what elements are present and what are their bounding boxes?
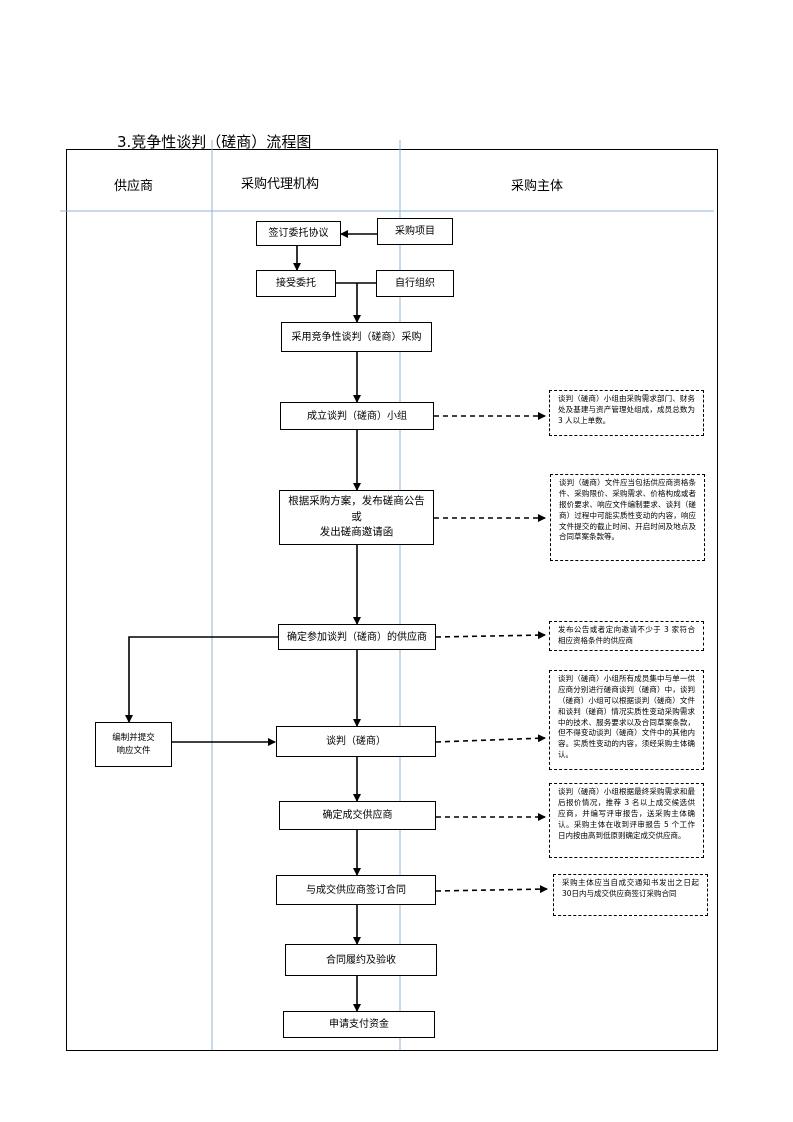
column-header-supplier: 供应商 <box>114 179 154 194</box>
publish-line-1: 根据采购方案，发布磋商公告或 <box>288 494 425 523</box>
box-self-organize: 自行组织 <box>376 270 454 297</box>
note-arrows <box>434 412 548 894</box>
box-prepare-response: 编制并提交 响应文件 <box>95 722 172 767</box>
column-header-agency: 采购代理机构 <box>241 177 320 192</box>
column-header-purchaser: 采购主体 <box>511 179 564 194</box>
box-sign-contract: 与成交供应商签订合同 <box>276 875 436 905</box>
note-group-composition: 谈判（磋商）小组由采购需求部门、财务处及基建与资产管理处组成，成员总数为 3 人… <box>549 390 704 436</box>
box-performance: 合同履约及验收 <box>285 944 437 976</box>
box-confirm-suppliers: 确定参加谈判（磋商）的供应商 <box>278 624 436 650</box>
publish-line-2: 发出磋商邀请函 <box>319 526 394 539</box>
note-determine-winner: 谈判（磋商）小组根据最终采购需求和最后报价情况，推荐 3 名以上成交候选供应商，… <box>549 783 704 858</box>
box-purchase-project: 采购项目 <box>377 218 453 245</box>
page-title: 3.竞争性谈判（磋商）流程图 <box>117 133 312 151</box>
arrow-negotiate-note <box>435 734 546 743</box>
arrow-contract-note <box>435 885 548 894</box>
box-determine-winner: 确定成交供应商 <box>279 801 436 830</box>
box-accept-entrust: 接受委托 <box>256 270 336 297</box>
note-negotiation-documents: 谈判（磋商）文件应当包括供应商资格条件、采购限价、采购需求、价格构成或者报价要求… <box>550 474 705 561</box>
note-negotiation-process: 谈判（磋商）小组所有成员集中与单一供应商分别进行磋商谈判（磋商）中，谈判（磋商）… <box>549 670 704 770</box>
box-negotiate: 谈判（磋商） <box>276 726 436 757</box>
box-adopt-method: 采用竞争性谈判（磋商）采购 <box>281 322 432 352</box>
prepare-line-1: 编制并提交 <box>112 732 155 743</box>
note-contract-deadline: 采购主体应当自成交通知书发出之日起30日内与成交供应商签订采购合同 <box>553 874 708 916</box>
box-form-group: 成立谈判（磋商）小组 <box>280 402 434 430</box>
flow-arrows <box>125 230 377 1012</box>
box-publish-notice: 根据采购方案，发布磋商公告或 发出磋商邀请函 <box>279 490 434 545</box>
arrow-confirm-to-supplier <box>125 636 278 723</box>
note-invite-suppliers: 发布公告或者定向邀请不少于 3 家符合相应资格条件的供应商 <box>549 621 704 651</box>
box-sign-agreement: 签订委托协议 <box>256 221 341 246</box>
flowchart-frame <box>66 149 718 1051</box>
arrow-supplier-note <box>435 631 546 640</box>
prepare-line-2: 响应文件 <box>116 745 151 756</box>
box-payment: 申请支付资金 <box>283 1011 435 1038</box>
